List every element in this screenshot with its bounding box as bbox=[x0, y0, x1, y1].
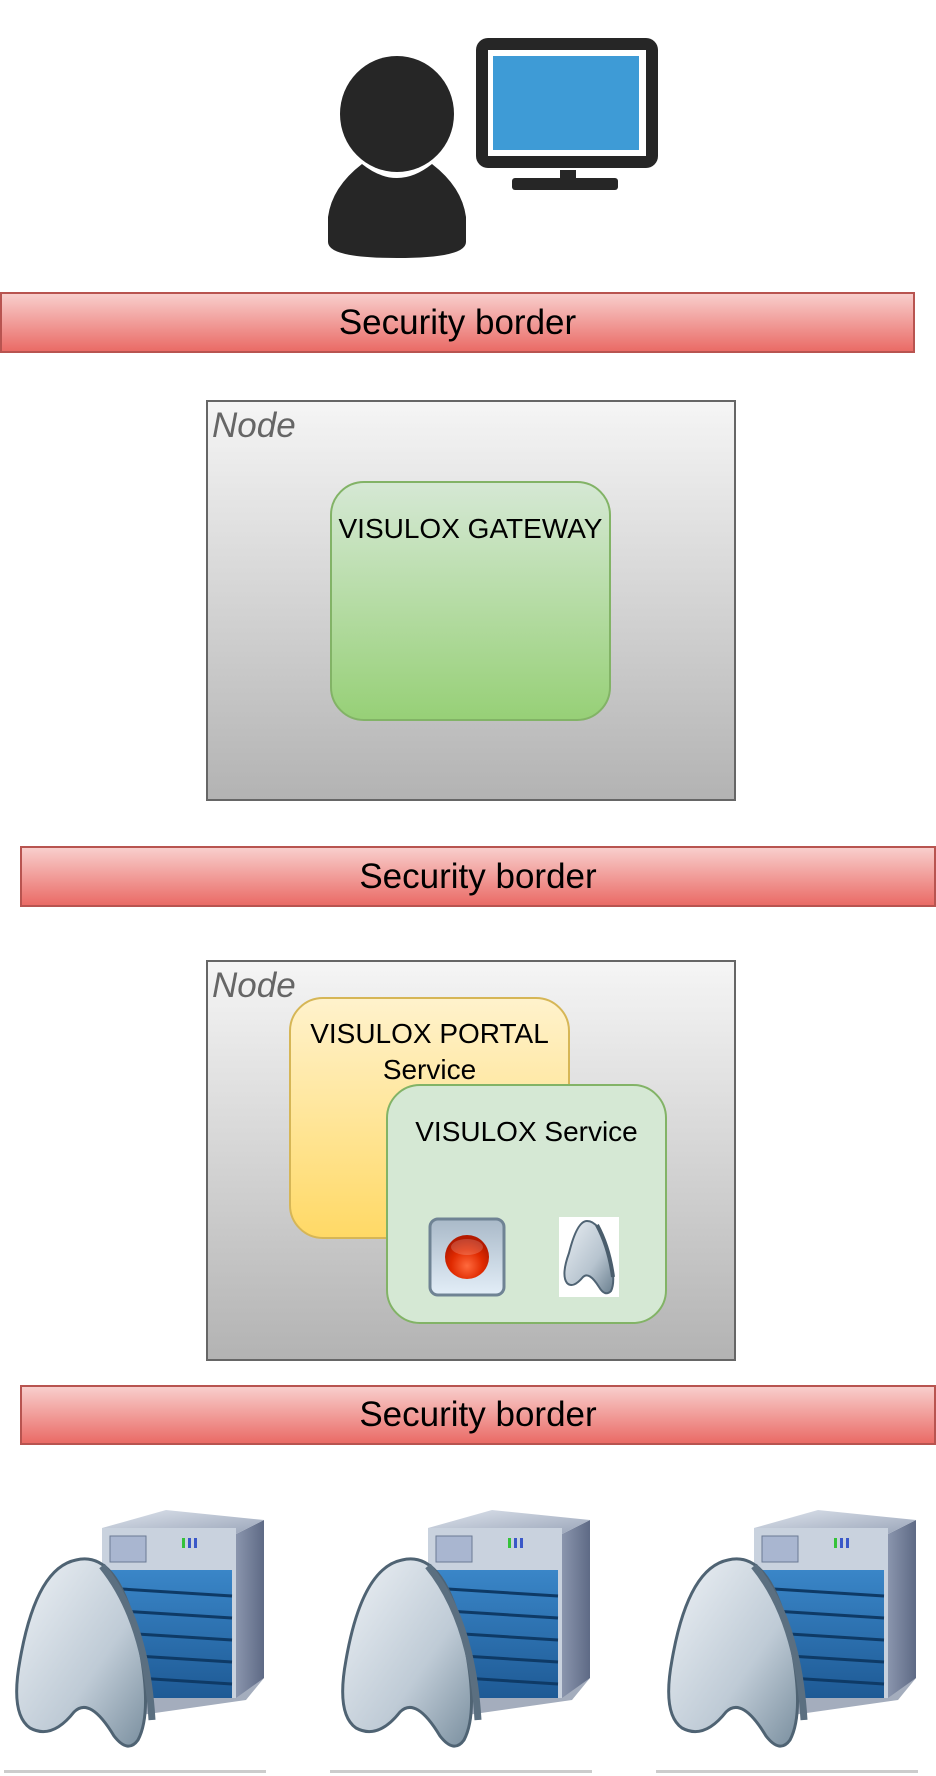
server-baseline bbox=[330, 1770, 592, 1773]
user-icon bbox=[328, 56, 466, 258]
application-icon bbox=[559, 1217, 619, 1297]
server-baseline bbox=[4, 1770, 266, 1773]
security-border-3: Security border bbox=[20, 1385, 936, 1445]
portal-label-line1: VISULOX PORTAL bbox=[310, 1018, 549, 1049]
monitor-icon bbox=[476, 38, 658, 190]
record-button-icon bbox=[428, 1217, 506, 1297]
application-server-icon bbox=[332, 1500, 594, 1750]
service-label: VISULOX Service bbox=[415, 1116, 638, 1147]
application-server-icon bbox=[658, 1500, 920, 1750]
server-baseline bbox=[656, 1770, 918, 1773]
security-border-label: Security border bbox=[359, 1395, 597, 1434]
application-server-icon bbox=[6, 1500, 268, 1750]
security-border-2: Security border bbox=[20, 846, 936, 907]
security-border-label: Security border bbox=[338, 302, 577, 342]
security-border-label: Security border bbox=[359, 856, 597, 896]
portal-label-line2: Service bbox=[382, 1054, 477, 1085]
security-border-1: Security border bbox=[0, 292, 915, 353]
visulox-gateway-box[interactable]: VISULOX GATEWAY bbox=[330, 481, 611, 721]
node-label: Node bbox=[212, 406, 296, 445]
gateway-label: VISULOX GATEWAY bbox=[338, 513, 603, 544]
node-label: Node bbox=[212, 966, 296, 1005]
